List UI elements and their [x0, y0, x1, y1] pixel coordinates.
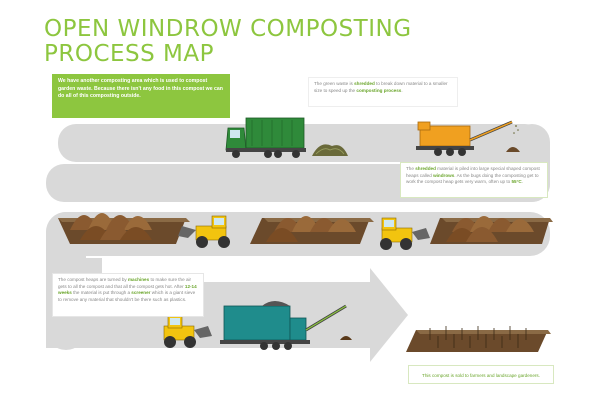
shredding-note-text-1: The green waste is: [314, 81, 355, 86]
machines-keyword: machines: [127, 277, 150, 282]
page-title-line-2: PROCESS MAP: [44, 41, 215, 67]
front-loader-icon: [380, 217, 430, 250]
page-title-line-1: OPEN WINDROW COMPOSTING: [44, 16, 412, 42]
windrows-keyword: windrows: [433, 172, 455, 178]
shredding-note: The green waste is shredded to break dow…: [308, 77, 458, 107]
shredding-keyword: shredded: [354, 81, 375, 86]
windrows-note-text-2: material is piled into large special sha…: [406, 166, 540, 178]
windrows-note: The shredded material is piled into larg…: [400, 162, 548, 198]
turning-note: The compost heaps are turned by machines…: [52, 273, 204, 317]
temperature-keyword: 55°C: [511, 179, 522, 185]
green-waste-pile-icon: [312, 144, 348, 156]
screener-machine-icon: [220, 301, 352, 350]
windrows-note-text-1: The: [406, 166, 416, 171]
weeks-keyword: 12-14 weeks: [58, 283, 197, 296]
shredding-note-text-2: to break down material to a smaller size…: [314, 81, 448, 93]
composting-process-keyword: composting process: [356, 87, 402, 93]
turning-note-text-3: the material is put through a: [71, 290, 132, 296]
shredding-note-end: .: [401, 87, 403, 93]
windrow-heap-icon: [250, 216, 374, 244]
green-waste-truck-icon: [225, 117, 306, 158]
turning-note-end: which is a giant sieve to remove any mat…: [58, 290, 196, 302]
turning-note-text-2: to make sure the air gets to all the com…: [58, 277, 192, 289]
front-loader-icon: [163, 315, 212, 348]
planted-field-icon: [406, 326, 551, 352]
windrows-note-text-3: . As the bugs doing the composting get t…: [406, 172, 539, 185]
front-loader-icon: [178, 215, 230, 248]
shredder-machine-icon: [416, 120, 520, 156]
shredded-keyword: shredded: [415, 166, 436, 171]
turning-note-text-1: The compost heaps are turned by: [58, 277, 128, 282]
intro-box: We have another composting area which is…: [52, 74, 230, 118]
end-note: This compost is sold to farmers and land…: [408, 365, 554, 384]
windrow-heap-icon: [58, 213, 190, 244]
windrows-note-end: .: [521, 179, 523, 185]
windrow-heap-icon: [430, 216, 553, 244]
screener-keyword: screener: [131, 290, 151, 296]
